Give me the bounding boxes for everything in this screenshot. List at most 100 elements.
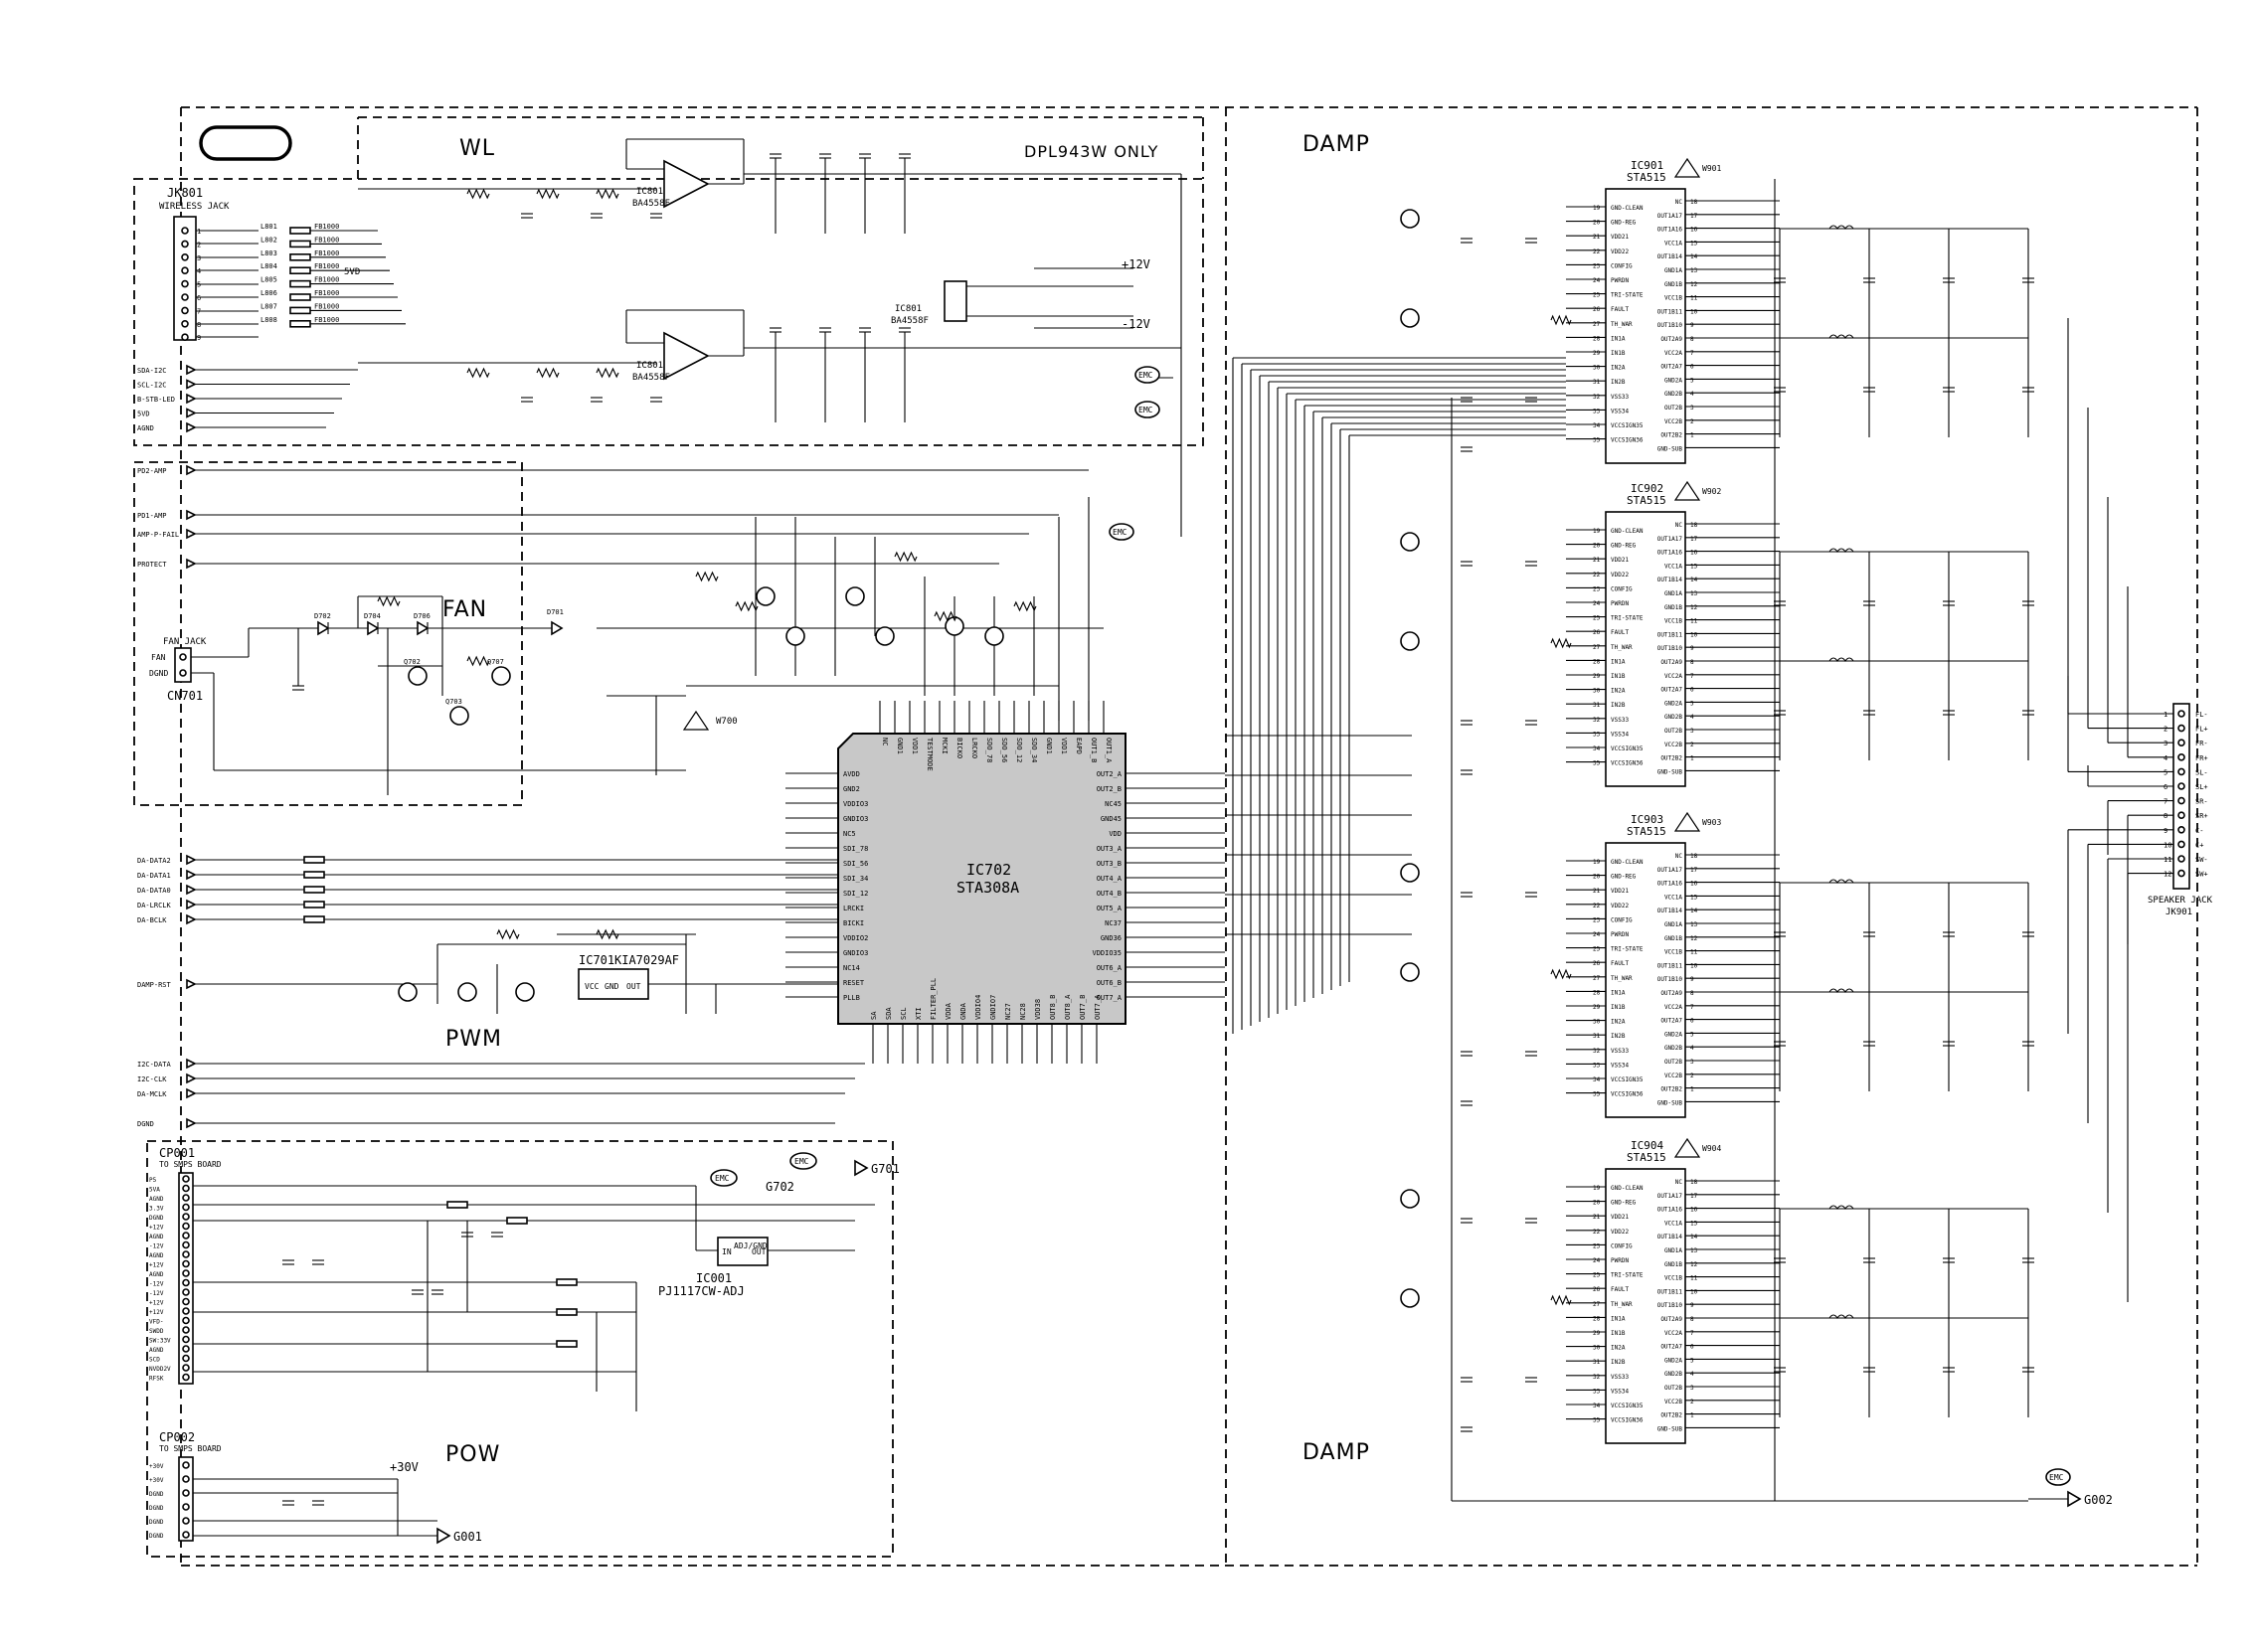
ic702-right-pin: OUT5_A	[1097, 905, 1123, 912]
emc-badge-1: EMC	[1138, 371, 1153, 380]
i2c-net-label: I2C-CLK	[137, 1075, 167, 1083]
smps1-net: +12V	[149, 1225, 164, 1232]
jk801-pin	[181, 279, 189, 288]
jk801-pin	[181, 306, 189, 315]
sta515-ref: IC901	[1631, 159, 1663, 172]
sta515-right-pin: GND2A	[1664, 1357, 1682, 1364]
filter-value: FB1000	[314, 249, 339, 257]
smps1-pin	[182, 1364, 190, 1372]
fan-resistor	[466, 655, 490, 667]
sta515-left-num: 29	[1593, 1330, 1601, 1337]
jk901-pin-label: SW+	[2195, 871, 2208, 879]
sta515-left-pin: VSS34	[1611, 731, 1629, 738]
sta515-right-num: 2	[1690, 418, 1694, 425]
diode	[551, 620, 564, 636]
sta515-right-num: 13	[1690, 267, 1698, 274]
smps1-pin	[182, 1240, 190, 1249]
sta515-right-num: 16	[1690, 881, 1698, 888]
sta515-right-num: 4	[1690, 391, 1694, 398]
sta515-left-pin: FAULT	[1611, 1286, 1629, 1293]
ic701-pin-gnd: GND	[605, 982, 619, 991]
ic702-right-pin: OUT4_B	[1097, 890, 1122, 898]
sta515-left-pin: VDD21	[1611, 1214, 1629, 1221]
emc-badge-2: EMC	[1138, 406, 1153, 414]
amp-transistor	[845, 586, 865, 606]
ic702-top-pin: SDO_78	[985, 738, 993, 762]
sta515-left-num: 22	[1593, 903, 1601, 909]
smps2-net: DGND	[149, 1519, 164, 1526]
sta515-right-num: 14	[1690, 253, 1698, 260]
sta515-right-pin: NC	[1675, 853, 1683, 860]
sta515-right-num: 5	[1690, 1031, 1694, 1038]
wl-resistor	[596, 188, 619, 200]
smps1-pin	[182, 1203, 190, 1212]
sta515-right-num: 18	[1690, 853, 1698, 860]
sta515-right-pin: VCC2B	[1664, 742, 1682, 748]
amp-net-label: AMP-P-FAIL	[137, 531, 179, 539]
sta515-left-num: 35	[1593, 437, 1601, 444]
ic702-top-pin: SDO_12	[1015, 738, 1023, 762]
ic702-left-pin: GNDIO3	[843, 949, 868, 957]
sta515-left-num: 24	[1593, 1257, 1601, 1264]
ferrite-bead	[556, 1340, 578, 1348]
wl-net-label: AGND	[137, 424, 154, 432]
sta515-right-pin: GND-SUB	[1657, 768, 1683, 775]
sta515-transistor	[1400, 962, 1420, 982]
diode	[367, 620, 380, 636]
ferrite-bead	[303, 871, 325, 879]
pwm-transistor	[457, 982, 477, 1002]
ferrite-bead	[303, 856, 325, 864]
sta515-left-pin: TRI-STATE	[1611, 1272, 1644, 1279]
smps1-pin	[182, 1335, 190, 1344]
amp-transistor	[785, 626, 805, 646]
sta515-right-pin: GND2A	[1664, 1031, 1682, 1038]
sta515-right-pin: OUT2A9	[1660, 659, 1682, 666]
ic701-body	[578, 968, 649, 1000]
sta515-right-num: 12	[1690, 604, 1698, 611]
jk801-pin	[181, 293, 189, 301]
sta515-right-num: 14	[1690, 908, 1698, 914]
ic702-bottom-pin: NC28	[1019, 1003, 1027, 1020]
sta515-right-num: 12	[1690, 1261, 1698, 1268]
sta515-left-pin: FAULT	[1611, 960, 1629, 967]
wl-resistor	[536, 188, 560, 200]
sta515-right-pin: OUT1B14	[1657, 908, 1683, 914]
cp002-ref: CP002	[159, 1430, 195, 1444]
sta515-left-num: 21	[1593, 234, 1601, 241]
ic702-top-pin: OUT1_A	[1105, 738, 1113, 763]
wl-net-label: SDA-I2C	[137, 367, 167, 375]
jk901-pin-number: 8	[2164, 812, 2167, 820]
sta515-right-num: 10	[1690, 308, 1698, 315]
sta515-left-num: 22	[1593, 572, 1601, 578]
sta515-left-pin: GND-REG	[1611, 874, 1637, 881]
i2c-net-label: DA-MCLK	[137, 1090, 167, 1098]
cn701-pin-dgnd: DGND	[149, 669, 168, 678]
sta515-right-pin: OUT2A9	[1660, 336, 1682, 343]
ic001-pin-out: OUT	[752, 1247, 767, 1256]
diode-ref: D706	[414, 612, 431, 620]
ic801-lower-part: BA4558F	[632, 373, 670, 383]
sta515-left-pin: VDD21	[1611, 234, 1629, 241]
warning-ref: W902	[1702, 487, 1721, 496]
sta515-right-pin: GND1B	[1664, 935, 1682, 942]
sta515-right-pin: OUT1B14	[1657, 577, 1683, 583]
filter-ref: L806	[260, 289, 277, 297]
ic701-ref: IC701	[579, 953, 614, 967]
sta515-resistor	[1550, 968, 1572, 980]
ferrite-bead	[556, 1308, 578, 1316]
ic702-bottom-pin: OUT8_A	[1064, 994, 1072, 1020]
pow-section-label: POW	[445, 1442, 500, 1467]
sta515-left-pin: VDD22	[1611, 248, 1629, 255]
sta515-right-num: 7	[1690, 1330, 1694, 1337]
emc-badge-ic702	[1109, 523, 1134, 541]
sta515-right-pin: OUT2A7	[1660, 364, 1682, 371]
sta515-right-pin: OUT1B10	[1657, 322, 1683, 329]
jk801-pin-number: 6	[197, 294, 201, 302]
jk801-pin	[181, 252, 189, 261]
sta515-right-num: 5	[1690, 700, 1694, 707]
amp-transistor	[945, 616, 964, 636]
sta515-right-pin: VCC1A	[1664, 563, 1682, 570]
ic702-right-pin: GND36	[1101, 934, 1122, 942]
sta515-right-pin: NC	[1675, 199, 1683, 206]
smps1-pin	[182, 1316, 190, 1325]
